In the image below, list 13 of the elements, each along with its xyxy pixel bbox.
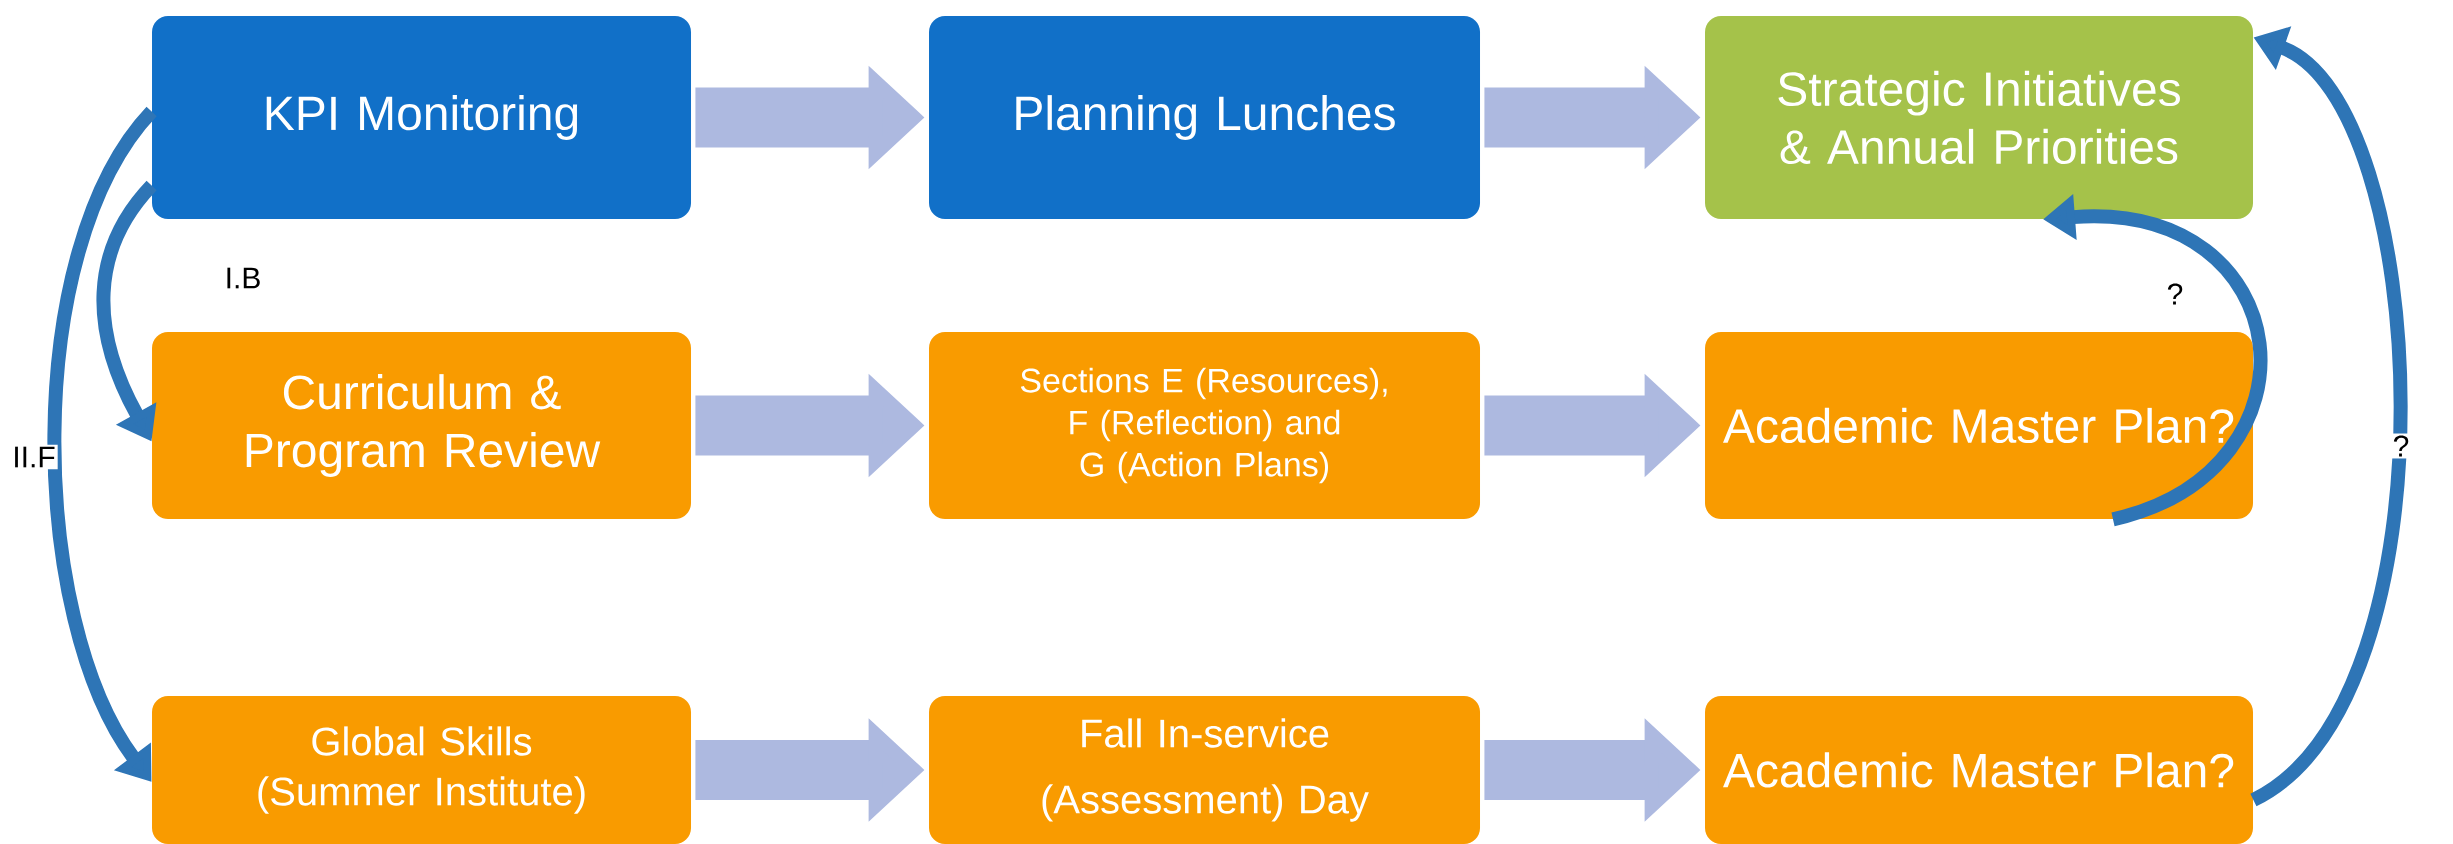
edge-label: I.B	[222, 265, 264, 291]
process-box: Sections E (Resources), F (Reflection) and G (Action Plans)	[929, 332, 1480, 519]
process-box: Strategic Initiatives & Annual Priorities	[1705, 16, 2253, 219]
process-box: Planning Lunches	[929, 16, 1480, 219]
process-box: Curriculum & Program Review	[152, 332, 691, 519]
process-box: Fall In-service (Assessment) Day	[929, 696, 1480, 844]
edge-label: ?	[2164, 281, 2186, 307]
process-box: Global Skills (Summer Institute)	[152, 696, 691, 844]
edge-label: ?	[2390, 433, 2412, 459]
process-box: Academic Master Plan?	[1705, 332, 2253, 519]
process-box: KPI Monitoring	[152, 16, 691, 219]
edge-label: II.F	[10, 444, 58, 470]
process-box: Academic Master Plan?	[1705, 696, 2253, 844]
